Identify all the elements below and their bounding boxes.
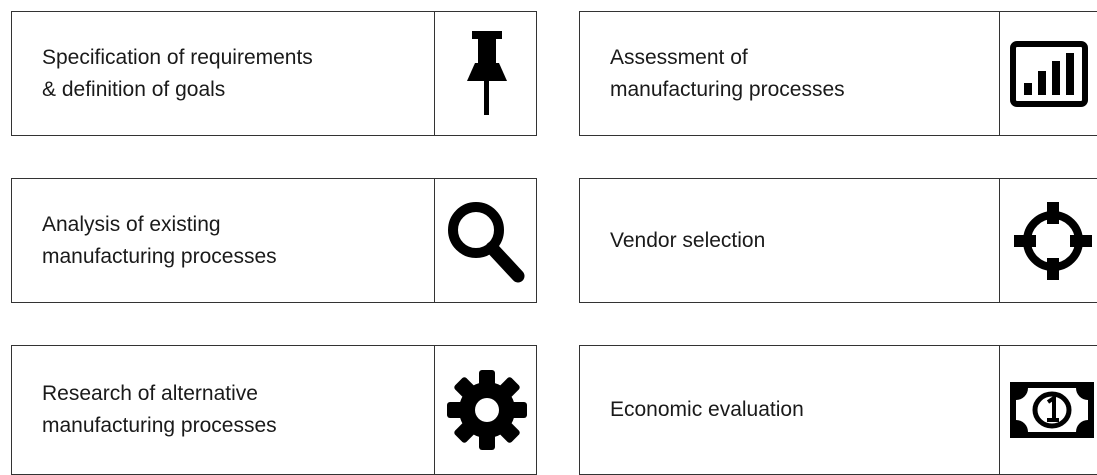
search-icon (448, 201, 525, 282)
crosshair-icon (1014, 201, 1092, 280)
step-icon-box (434, 179, 539, 302)
step-icon-box (999, 179, 1097, 302)
step-card-vendor: Vendor selection (579, 178, 1097, 303)
step-card-requirements: Specification of requirements & definiti… (11, 11, 537, 136)
step-label: Research of alternative manufacturing pr… (42, 382, 277, 437)
step-icon-box (434, 346, 539, 474)
step-label: Economic evaluation (610, 398, 804, 421)
step-icon-box (434, 12, 539, 135)
step-card-economic: Economic evaluation (579, 345, 1097, 475)
step-card-analysis: Analysis of existing manufacturing proce… (11, 178, 537, 303)
step-icon-box (999, 346, 1097, 474)
step-label: Analysis of existing manufacturing proce… (42, 212, 277, 268)
step-icon-box (999, 12, 1097, 135)
gear-icon (447, 370, 527, 450)
step-label: Assessment of manufacturing processes (610, 45, 845, 101)
step-card-research: Research of alternative manufacturing pr… (11, 345, 537, 475)
step-label: Vendor selection (610, 228, 766, 252)
step-card-assessment: Assessment of manufacturing processes (579, 11, 1097, 136)
step-label: Specification of requirements & definiti… (42, 45, 313, 101)
bar-chart-icon (1010, 40, 1088, 107)
pushpin-icon (467, 30, 507, 115)
banknote-icon (1010, 382, 1094, 438)
